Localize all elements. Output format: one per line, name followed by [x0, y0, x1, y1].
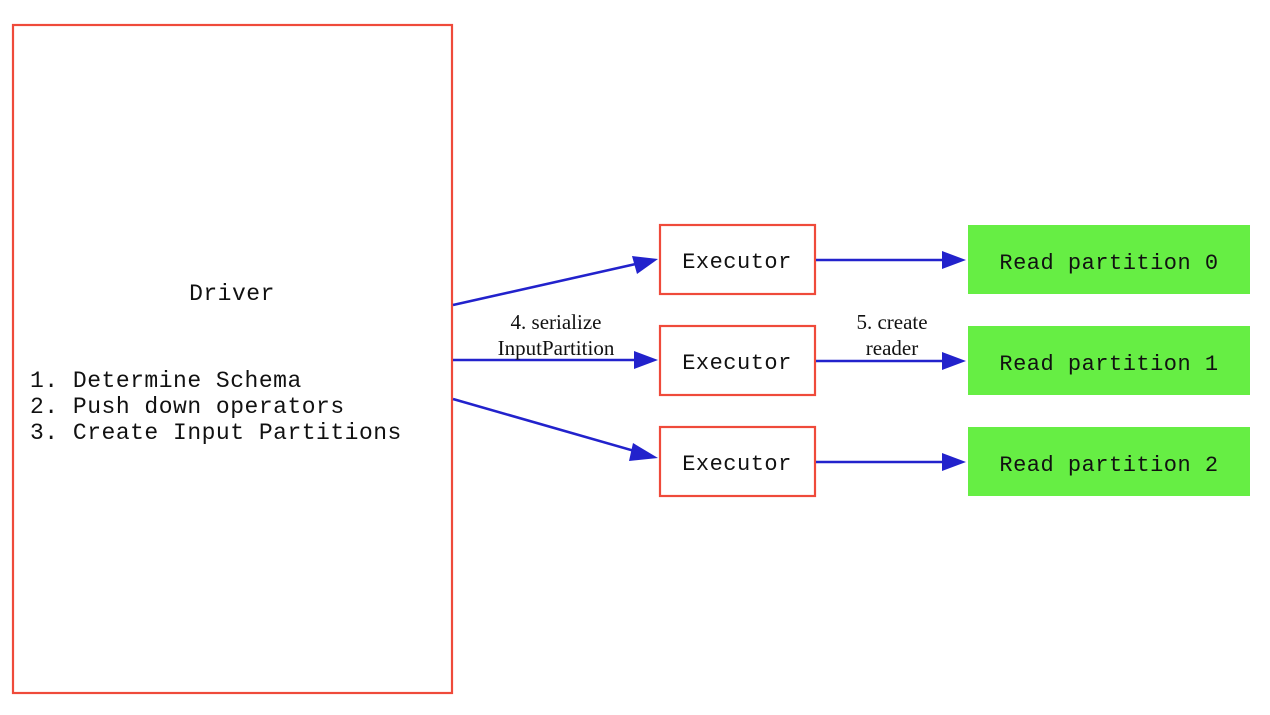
edge-label-create-reader-line1: 5. create: [856, 310, 927, 334]
driver-step-2: 2. Push down operators: [30, 394, 345, 420]
partition-label-2: Read partition 2: [999, 453, 1218, 478]
arrowhead-driver-to-executor-0: [632, 256, 658, 274]
arrow-driver-to-executor-2: [452, 397, 639, 454]
driver-box[interactable]: [11, 23, 454, 695]
partition-box-0[interactable]: [968, 225, 1250, 294]
driver-title: Driver: [189, 281, 275, 307]
executor-label-0: Executor: [682, 250, 792, 275]
executor-box-0[interactable]: [658, 223, 817, 296]
executor-label-2: Executor: [682, 452, 792, 477]
edge-label-serialize-line1: 4. serialize: [511, 310, 602, 334]
arrow-driver-to-executor-0: [452, 261, 641, 307]
partition-label-0: Read partition 0: [999, 251, 1218, 276]
arrowhead-driver-to-executor-1: [634, 351, 658, 369]
executor-label-1: Executor: [682, 351, 792, 376]
arrowhead-driver-to-executor-2: [629, 443, 658, 461]
partition-box-1[interactable]: [968, 326, 1250, 395]
executor-box-2[interactable]: [658, 425, 817, 498]
executor-box-1[interactable]: [658, 324, 817, 397]
driver-step-3: 3. Create Input Partitions: [30, 420, 402, 446]
arrowhead-executor-to-partition-0: [942, 251, 966, 269]
arrowhead-executor-to-partition-2: [942, 453, 966, 471]
driver-step-1: 1. Determine Schema: [30, 368, 302, 394]
edge-label-serialize-line2: InputPartition: [498, 336, 615, 360]
partition-label-1: Read partition 1: [999, 352, 1218, 377]
edge-label-create-reader-line2: reader: [866, 336, 918, 360]
arrowhead-executor-to-partition-1: [942, 352, 966, 370]
partition-box-2[interactable]: [968, 427, 1250, 496]
